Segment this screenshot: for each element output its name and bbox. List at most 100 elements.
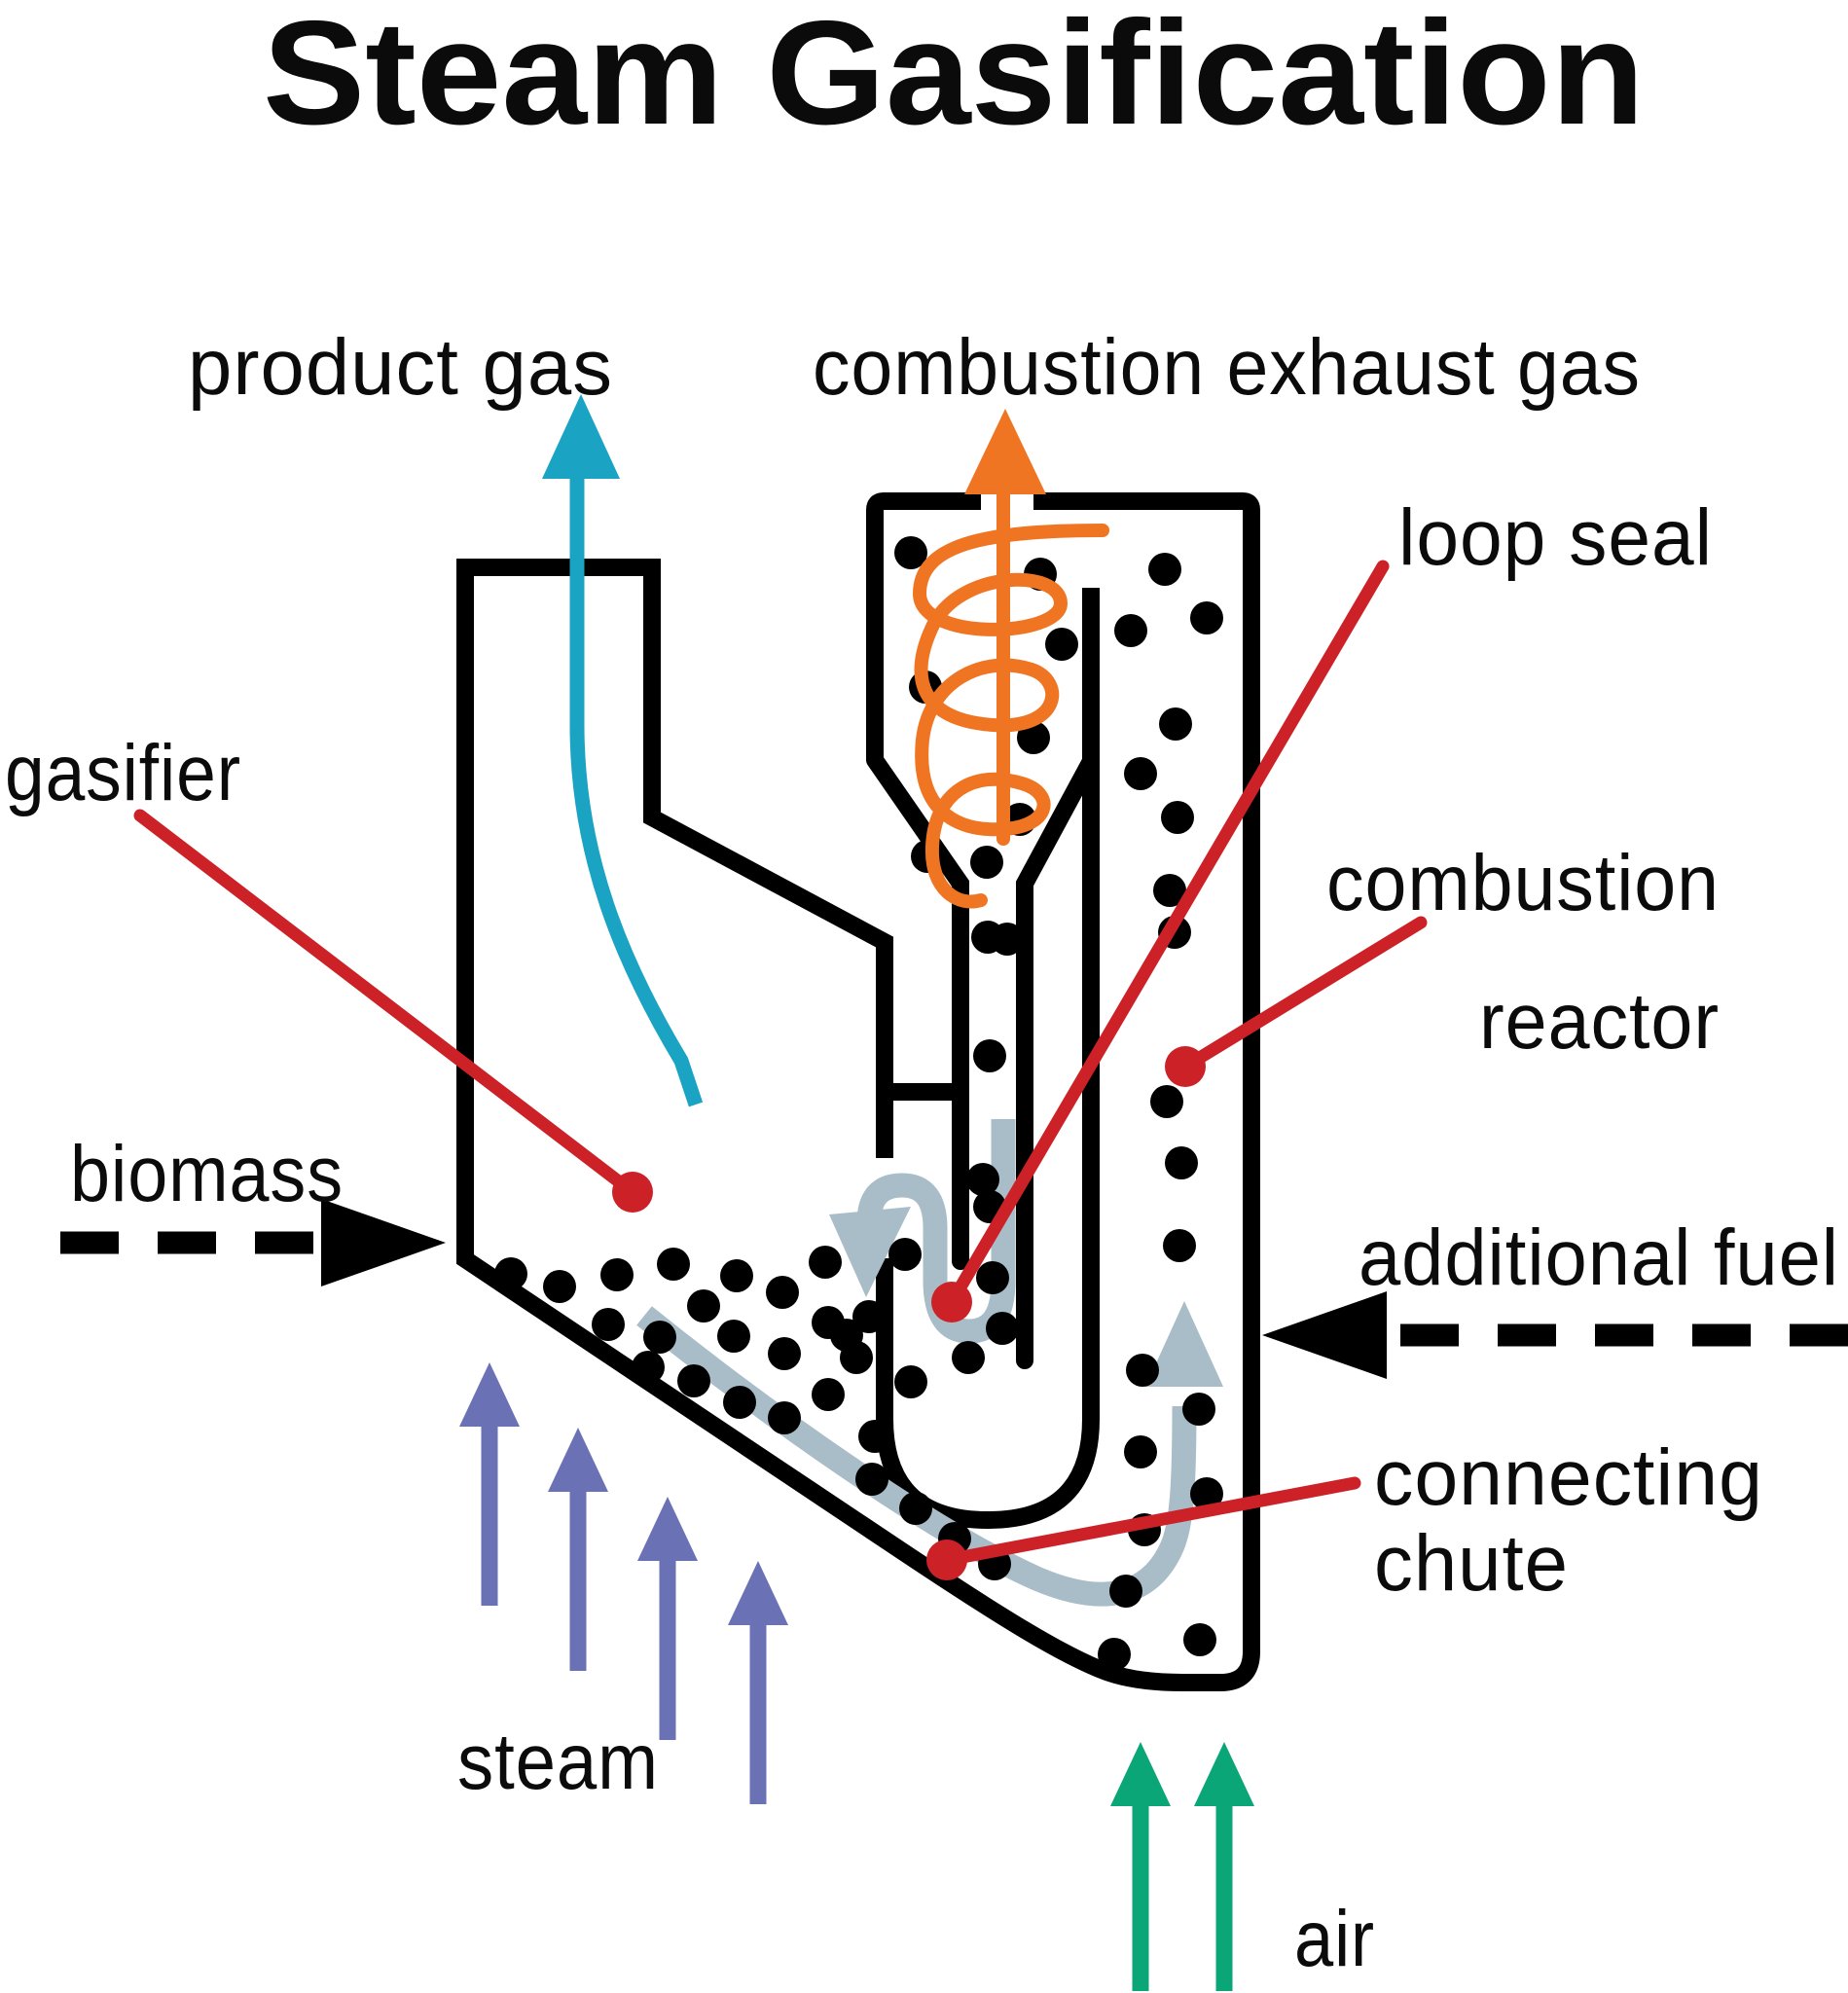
particle-dot — [812, 1378, 845, 1411]
downcomer-left-wall — [866, 751, 969, 1270]
label-additional-fuel: additional fuel — [1359, 1214, 1839, 1302]
particle-dot — [888, 1238, 922, 1271]
particle-dot — [894, 536, 927, 569]
additional-fuel-arrowhead-icon — [1262, 1291, 1387, 1379]
particle-dot — [632, 1351, 665, 1384]
particle-dot — [986, 1312, 1019, 1345]
steam-arrow-2-head-icon — [548, 1428, 608, 1492]
particle-dot — [768, 1337, 801, 1370]
biomass-arrow — [60, 1199, 446, 1286]
air-arrow-2-head-icon — [1194, 1742, 1254, 1806]
particle-dot — [592, 1308, 625, 1341]
label-product-gas: product gas — [188, 323, 613, 412]
particle-dot — [1163, 1229, 1196, 1262]
particle-dot — [899, 1492, 932, 1525]
label-steam: steam — [457, 1718, 659, 1806]
particle-dot — [768, 1401, 801, 1434]
label-combustion-reactor-line2: reactor — [1479, 977, 1720, 1066]
steam-arrow-4-head-icon — [728, 1561, 788, 1625]
label-combustion-reactor-line1: combustion — [1326, 839, 1720, 927]
particle-dot — [970, 846, 1003, 879]
downcomer-right-wall — [1016, 752, 1100, 1369]
particle-dot — [1126, 1354, 1159, 1387]
loop-seal-leader-dot — [931, 1282, 972, 1323]
particle-dot — [858, 1420, 891, 1453]
particle-field — [494, 536, 1223, 1671]
product-gas-arrow-shaft — [569, 474, 704, 1107]
particle-dot — [812, 1306, 845, 1339]
particle-dot — [852, 1300, 886, 1333]
particle-dot — [1045, 628, 1078, 661]
combustion-reactor-leader-dot — [1165, 1046, 1206, 1087]
particle-dot — [1153, 874, 1186, 907]
particle-dot — [766, 1276, 799, 1309]
particle-dot — [894, 1365, 927, 1398]
particle-dot — [1190, 601, 1223, 634]
particle-dot — [677, 1364, 710, 1397]
particle-dot — [966, 1163, 999, 1196]
particle-dot — [809, 1246, 842, 1279]
particle-dot — [1114, 614, 1147, 647]
gasifier-leader-dot — [612, 1172, 653, 1213]
air-arrows — [1110, 1742, 1254, 1991]
particle-dot — [1165, 1146, 1198, 1179]
particle-dot — [1182, 1393, 1215, 1426]
label-gasifier: gasifier — [5, 729, 241, 817]
air-arrow-1-head-icon — [1110, 1742, 1171, 1806]
particle-dot — [657, 1248, 690, 1281]
additional-fuel-arrow — [1262, 1291, 1848, 1379]
particle-dot — [1183, 1623, 1216, 1656]
diagram-text: Steam Gasification product gas combustio… — [5, 0, 1839, 1983]
particle-dot — [1190, 1477, 1223, 1510]
label-connecting-chute-line2: chute — [1374, 1519, 1569, 1608]
particle-dot — [723, 1386, 756, 1419]
connecting-chute-leader-dot — [926, 1540, 967, 1580]
particle-dot — [855, 1463, 888, 1496]
particle-dot — [720, 1259, 753, 1292]
label-loop-seal: loop seal — [1398, 493, 1713, 582]
connecting-chute-leader-line — [940, 1476, 1361, 1567]
vessel-outlines — [456, 492, 1260, 1691]
label-air: air — [1294, 1895, 1375, 1983]
loop-seal-flow-arrowhead-icon — [829, 1207, 911, 1297]
particle-dot — [1124, 757, 1157, 790]
label-combustion-exhaust-gas: combustion exhaust gas — [813, 323, 1641, 412]
particle-dot — [543, 1270, 576, 1303]
particle-dot — [1124, 1435, 1157, 1468]
particle-dot — [1109, 1575, 1142, 1608]
particle-dot — [840, 1341, 873, 1374]
particle-dot — [976, 1261, 1009, 1294]
particle-dot — [1098, 1638, 1131, 1671]
particle-dot — [1161, 801, 1194, 834]
loop-seal-leader-line — [945, 560, 1390, 1309]
exhaust-arrowhead-icon — [964, 409, 1046, 494]
particle-dot — [600, 1258, 634, 1291]
loop-seal-chamber-wall — [876, 588, 1100, 1530]
particle-dot — [1150, 1085, 1183, 1118]
combustion-coil — [912, 524, 1109, 909]
particle-dot — [973, 1039, 1006, 1072]
particle-dot — [717, 1320, 750, 1353]
particle-dot — [494, 1257, 527, 1290]
connecting-chute-flow-arrowhead-icon — [1145, 1301, 1223, 1387]
page-title: Steam Gasification — [263, 0, 1645, 156]
label-biomass: biomass — [70, 1130, 344, 1218]
label-connecting-chute-line1: connecting — [1374, 1433, 1763, 1522]
product-gas-arrowhead-icon — [542, 394, 620, 479]
particle-dot — [1148, 553, 1181, 586]
steam-arrow-1-head-icon — [459, 1362, 520, 1427]
leader-lines — [133, 560, 1428, 1580]
combustion-exhaust-arrow — [912, 409, 1109, 909]
particle-dot — [643, 1321, 676, 1354]
steam-arrow-3-head-icon — [637, 1497, 698, 1561]
gasifier-leader-line — [133, 809, 639, 1199]
particle-dot — [971, 921, 1004, 954]
steam-arrows — [459, 1362, 788, 1804]
combustion-reactor-leader-line — [1178, 916, 1428, 1073]
product-gas-arrow — [542, 394, 704, 1107]
particle-dot — [687, 1289, 720, 1323]
particle-dot — [1159, 707, 1192, 741]
biomass-arrowhead-icon — [321, 1199, 446, 1286]
